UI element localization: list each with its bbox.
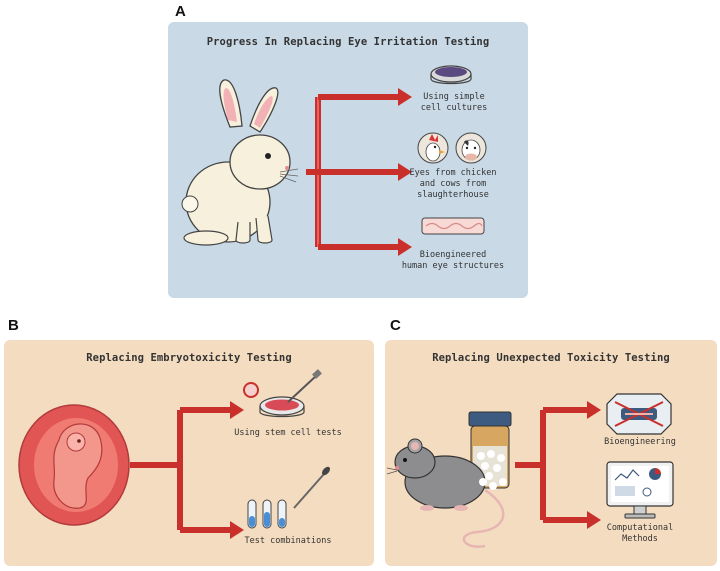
chicken-cow-icon <box>417 132 487 164</box>
label-line: Methods <box>622 534 658 544</box>
panel-a-arrows <box>306 88 412 256</box>
panel-eye-irritation: Progress In Replacing Eye Irritation Tes… <box>168 22 528 298</box>
label-bioengineered-eye: Bioengineered human eye structures <box>400 250 506 272</box>
panel-embryotoxicity: Replacing Embryotoxicity Testing <box>4 340 374 566</box>
label-line: slaughterhouse <box>417 190 489 200</box>
panel-letter-c: C <box>390 317 401 334</box>
stem-cell-dish-icon <box>243 369 322 418</box>
organ-chip-icon <box>606 393 672 435</box>
panel-a-title: Progress In Replacing Eye Irritation Tes… <box>206 36 490 48</box>
panel-b-title: Replacing Embryotoxicity Testing <box>86 352 292 364</box>
label-test-combinations: Test combinations <box>244 536 332 546</box>
panel-c-drawing <box>386 393 674 548</box>
rabbit-icon <box>181 79 299 246</box>
label-stem-cell-tests: Using stem cell tests <box>234 428 342 438</box>
embryo-icon <box>18 404 130 526</box>
label-line: human eye structures <box>401 261 505 271</box>
panel-c-title: Replacing Unexpected Toxicity Testing <box>432 352 670 364</box>
petri-dish-icon <box>430 65 472 85</box>
panel-letter-a: A <box>175 3 186 20</box>
label-bioengineering: Bioengineering <box>604 437 676 447</box>
panel-b-arrows <box>130 401 244 539</box>
panel-unexpected-toxicity: Replacing Unexpected Toxicity Testing <box>385 340 717 566</box>
label-computational-methods: Computational Methods <box>595 523 685 545</box>
label-line: Computational <box>606 523 674 533</box>
label-line: and cows from <box>419 179 487 189</box>
label-line: Using simple <box>423 92 485 102</box>
label-line: Bioengineered <box>419 250 487 260</box>
panel-letter-b: B <box>8 317 19 334</box>
panel-b-drawing <box>18 369 331 539</box>
test-tubes-icon <box>247 466 331 529</box>
tissue-strip-icon <box>421 217 485 235</box>
computer-monitor-icon <box>606 461 674 519</box>
label-chicken-cow-eyes: Eyes from chicken and cows from slaughte… <box>408 168 498 201</box>
mouse-icon <box>386 438 507 548</box>
label-line: Eyes from chicken <box>409 168 497 178</box>
panel-a-drawing <box>181 65 487 256</box>
label-cell-cultures: Using simple cell cultures <box>414 92 494 114</box>
panel-c-arrows <box>515 401 601 529</box>
label-line: cell cultures <box>420 103 488 113</box>
